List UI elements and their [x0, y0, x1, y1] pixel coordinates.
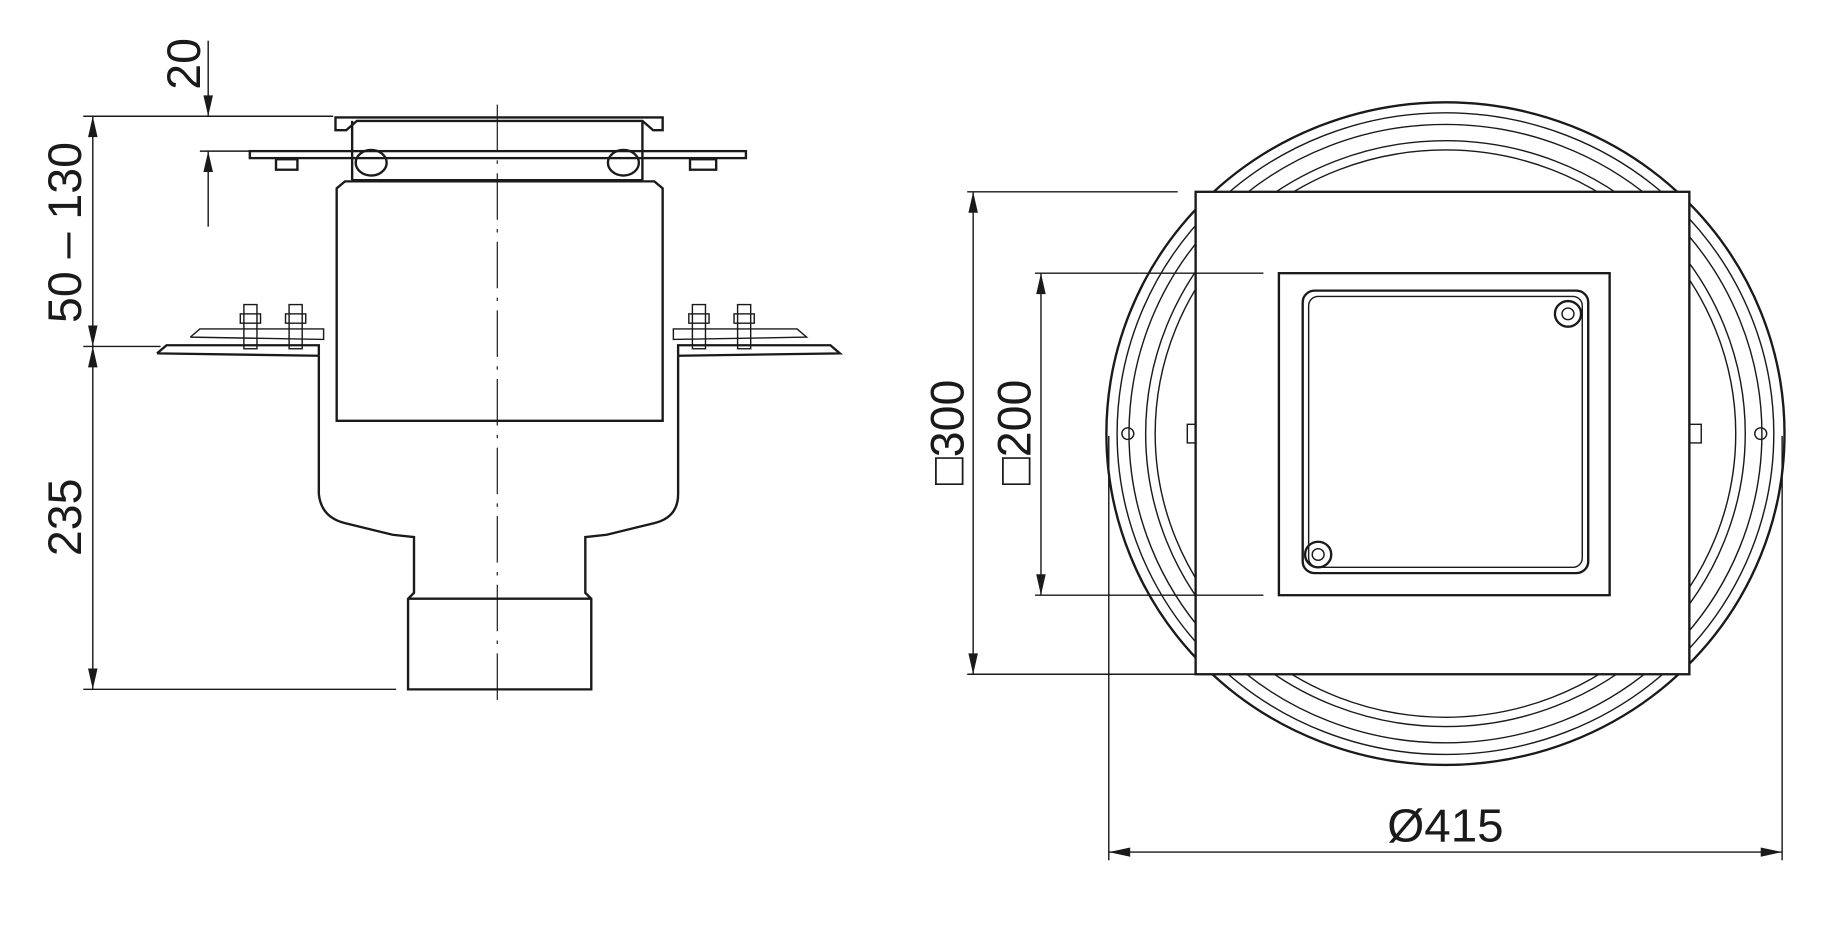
clamp-ring — [189, 328, 809, 341]
bolts — [239, 303, 755, 350]
dim-body-label: 235 — [37, 479, 91, 557]
outer-ring — [1105, 101, 1786, 767]
mount-hole — [1754, 427, 1768, 441]
screw-icon — [1303, 540, 1333, 569]
dim-top-label: 20 — [156, 38, 210, 90]
frame-square — [1194, 190, 1691, 676]
grate-square — [1277, 272, 1611, 597]
top-dimensions — [967, 191, 1783, 861]
lug — [1688, 423, 1702, 444]
seal-ring — [606, 148, 641, 177]
dim-frame-label: □300 — [920, 380, 974, 486]
screw-icon — [1553, 299, 1583, 328]
upper-flange — [248, 149, 748, 160]
flange-tab — [274, 158, 299, 171]
side-view: 20 50 – 130 235 — [37, 38, 844, 700]
lower-flange — [156, 344, 844, 357]
drain-body — [317, 355, 680, 691]
seal-ring — [354, 148, 388, 177]
grate-top — [334, 116, 664, 132]
dim-grate-label: □200 — [987, 380, 1041, 486]
mount-hole — [1121, 427, 1135, 441]
grate-plate — [1301, 289, 1590, 575]
flange-tab — [688, 158, 718, 171]
top-view: □300 □200 Ø415 — [920, 101, 1786, 861]
dim-diameter-label: Ø415 — [1387, 799, 1503, 851]
dim-adjust-label: 50 – 130 — [37, 142, 91, 323]
side-dimensions — [83, 40, 397, 691]
upper-body — [335, 180, 664, 422]
